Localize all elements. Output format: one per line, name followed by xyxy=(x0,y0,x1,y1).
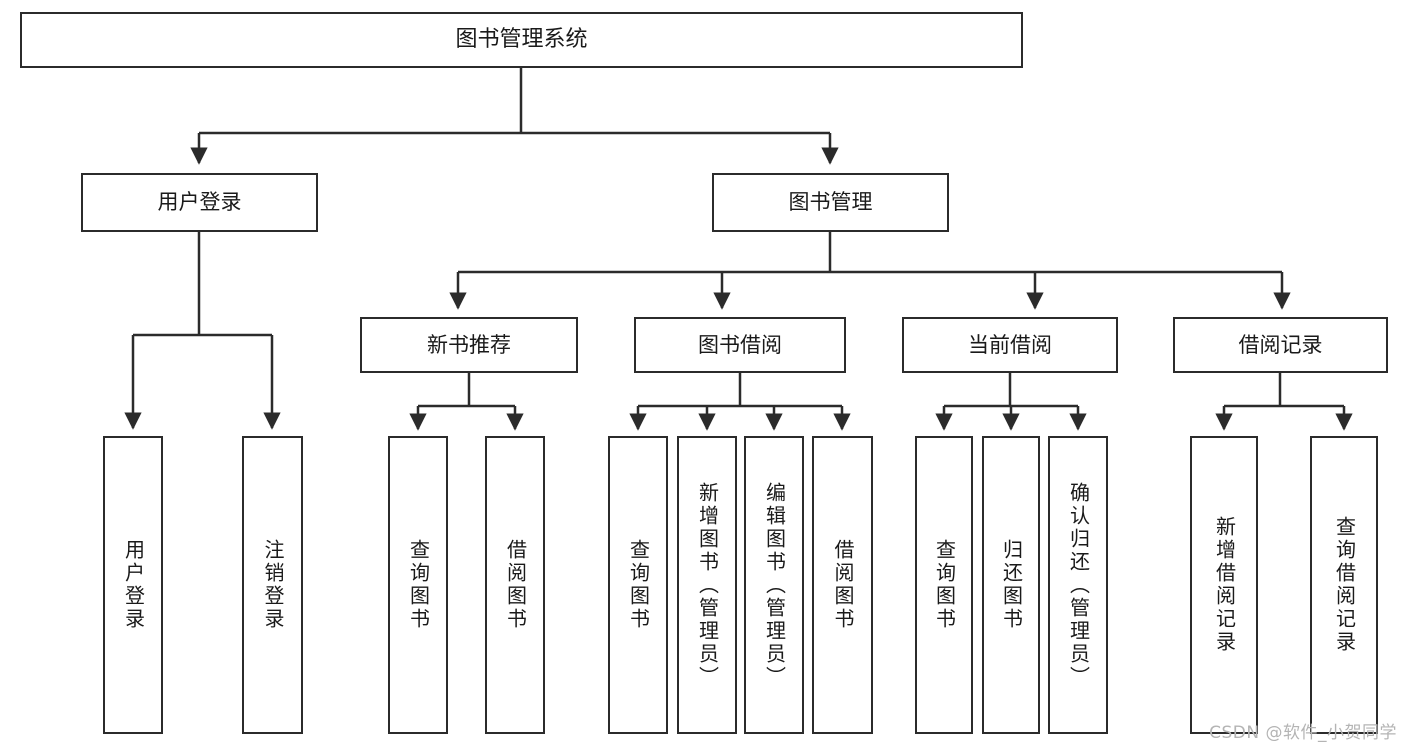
leaf-current-borrow-return[interactable]: 归还图书 xyxy=(982,436,1040,734)
leaf-label: 注销登录 xyxy=(261,539,285,631)
csdn-watermark: CSDN @软件_小贺同学 xyxy=(1209,723,1397,743)
leaf-label: 新增图书（管理员） xyxy=(695,481,720,689)
leaf-label: 查询借阅记录 xyxy=(1332,516,1357,654)
leaf-borrow-record-add[interactable]: 新增借阅记录 xyxy=(1190,436,1258,734)
leaf-label: 归还图书 xyxy=(999,539,1024,631)
leaf-current-borrow-confirm-return[interactable]: 确认归还（管理员） xyxy=(1048,436,1108,734)
leaf-current-borrow-query[interactable]: 查询图书 xyxy=(915,436,973,734)
leaf-new-book-borrow[interactable]: 借阅图书 xyxy=(485,436,545,734)
leaf-user-login-login[interactable]: 用户登录 xyxy=(103,436,163,734)
leaf-user-login-logout[interactable]: 注销登录 xyxy=(242,436,303,734)
node-root-system[interactable]: 图书管理系统 xyxy=(20,12,1023,68)
leaf-label: 查询图书 xyxy=(626,539,651,631)
leaf-label: 借阅图书 xyxy=(831,539,855,631)
leaf-label: 借阅图书 xyxy=(503,539,528,631)
leaf-new-book-query[interactable]: 查询图书 xyxy=(388,436,448,734)
leaf-borrow-record-query[interactable]: 查询借阅记录 xyxy=(1310,436,1378,734)
leaf-label: 编辑图书（管理员） xyxy=(762,481,787,689)
node-book-borrow[interactable]: 图书借阅 xyxy=(634,317,846,373)
leaf-book-borrow-query[interactable]: 查询图书 xyxy=(608,436,668,734)
leaf-book-borrow-add[interactable]: 新增图书（管理员） xyxy=(677,436,737,734)
node-borrow-record[interactable]: 借阅记录 xyxy=(1173,317,1388,373)
leaf-label: 用户登录 xyxy=(121,539,146,631)
leaf-label: 确认归还（管理员） xyxy=(1066,481,1091,689)
leaf-book-borrow-borrow[interactable]: 借阅图书 xyxy=(812,436,873,734)
node-book-management[interactable]: 图书管理 xyxy=(712,173,949,232)
leaf-label: 查询图书 xyxy=(406,539,431,631)
leaf-label: 新增借阅记录 xyxy=(1212,516,1237,654)
node-user-login[interactable]: 用户登录 xyxy=(81,173,318,232)
node-current-borrow[interactable]: 当前借阅 xyxy=(902,317,1118,373)
leaf-book-borrow-edit[interactable]: 编辑图书（管理员） xyxy=(744,436,804,734)
node-new-book-recommend[interactable]: 新书推荐 xyxy=(360,317,578,373)
leaf-label: 查询图书 xyxy=(932,539,957,631)
